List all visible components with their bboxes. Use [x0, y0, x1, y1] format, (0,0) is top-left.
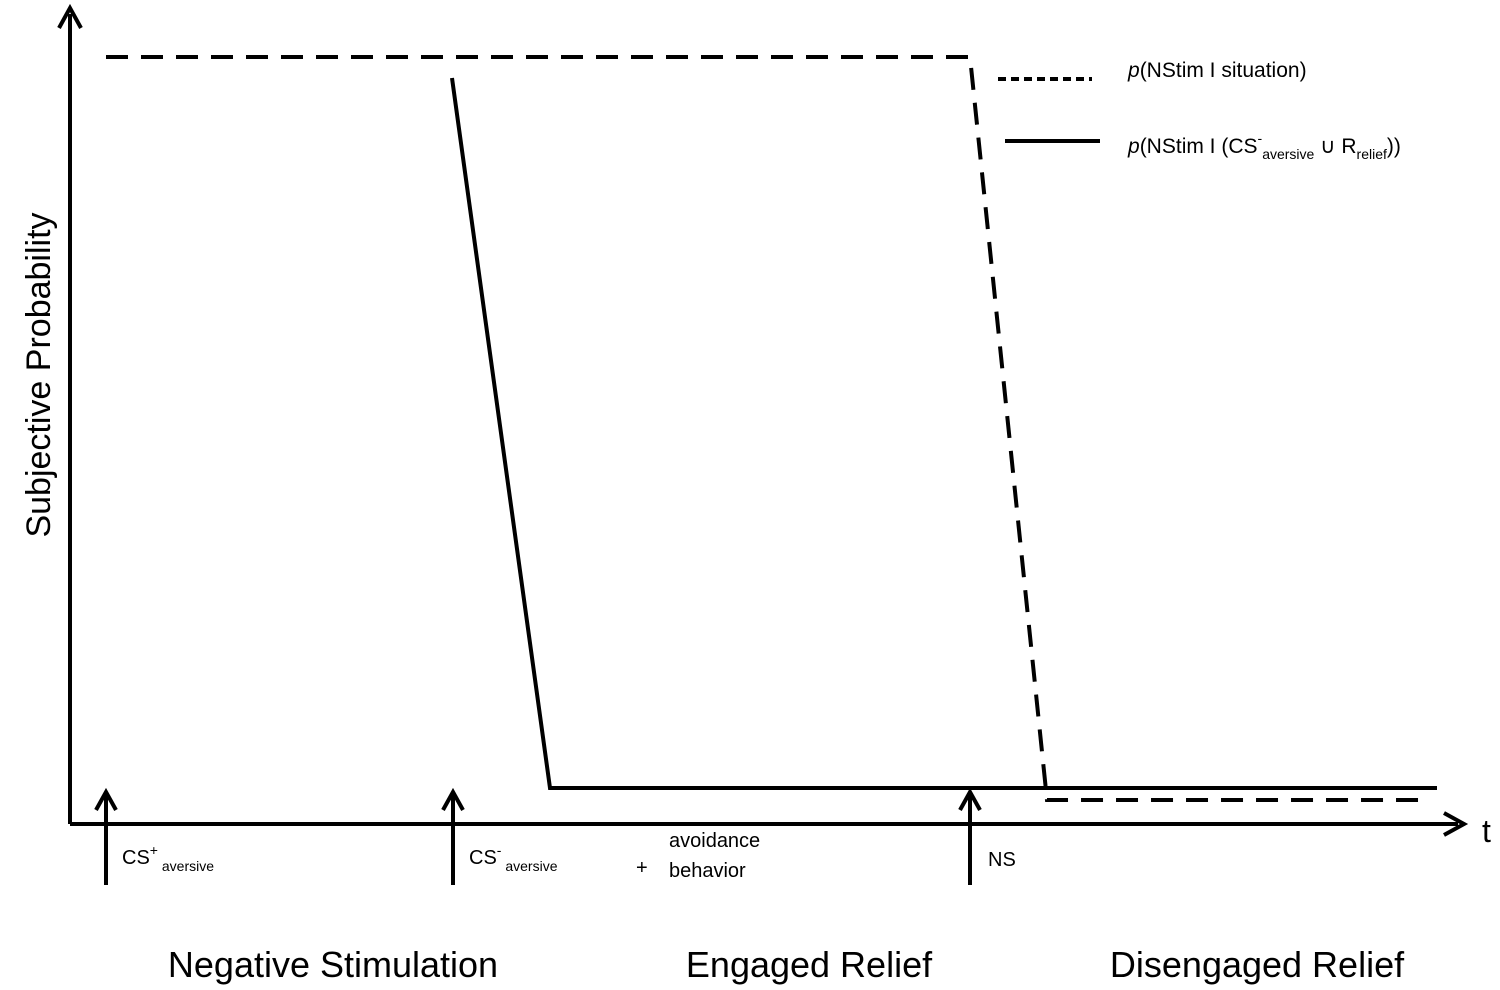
y-axis-arrow-icon: [57, 3, 83, 29]
y-axis-label: Subjective Probability: [20, 212, 58, 537]
event-arrow-cs-plus-head-icon: [94, 787, 118, 811]
event-label-avoidance: avoidance: [669, 830, 760, 852]
legend-dashed-label: p(NStim I situation): [1127, 59, 1307, 82]
event-arrow-ns-head-icon: [958, 787, 982, 811]
solid-curve-relief: [450, 77, 1437, 790]
dashed-curve-situation: [106, 55, 1430, 802]
phase-label-engaged-relief: Engaged Relief: [686, 944, 933, 985]
event-label-plus-sign: +: [636, 857, 648, 879]
phase-label-disengaged-relief: Disengaged Relief: [1110, 944, 1405, 985]
phase-label-negative-stimulation: Negative Stimulation: [168, 944, 498, 985]
event-label-behavior: behavior: [669, 860, 746, 882]
legend-solid-label: p(NStim I (CS-aversive ∪ Rrelief)): [1127, 130, 1401, 162]
event-label-cs-plus: CS+ aversive: [122, 842, 214, 874]
x-axis-arrow-icon: [1443, 811, 1469, 837]
event-arrow-cs-minus-head-icon: [441, 787, 465, 811]
event-label-cs-minus: CS- aversive: [469, 842, 558, 874]
event-label-ns: NS: [988, 849, 1016, 871]
x-axis-label: t: [1482, 813, 1491, 849]
